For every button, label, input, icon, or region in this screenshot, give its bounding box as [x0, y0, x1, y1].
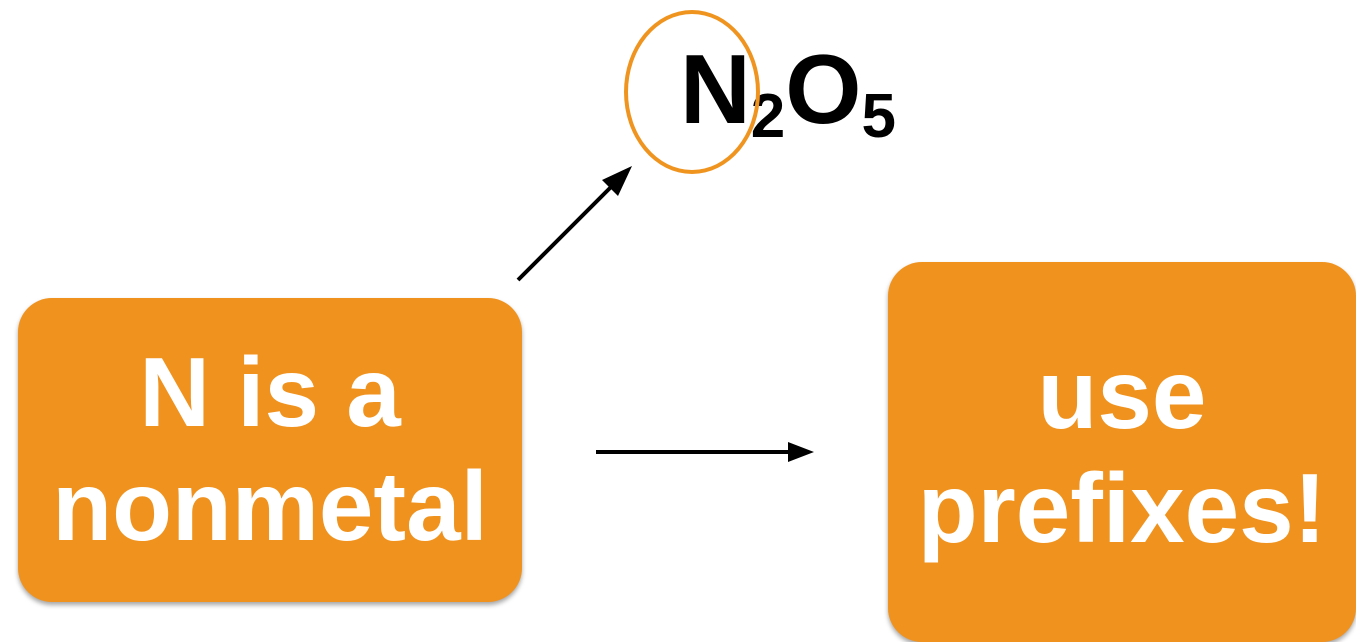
prefixes-box-line1: use [1037, 339, 1207, 450]
arrow-to-formula [516, 166, 632, 282]
prefixes-box: use prefixes! [888, 262, 1356, 642]
prefixes-box-line2: prefixes! [917, 453, 1327, 563]
nonmetal-box-line2: nonmetal [52, 451, 488, 561]
arrow-to-right-box [596, 442, 814, 462]
nonmetal-box: N is a nonmetal [18, 298, 522, 602]
formula-element-o: O [785, 34, 862, 144]
formula-subscript-5: 5 [861, 82, 896, 151]
nonmetal-box-line1: N is a [139, 337, 401, 448]
highlight-circle [624, 10, 760, 174]
